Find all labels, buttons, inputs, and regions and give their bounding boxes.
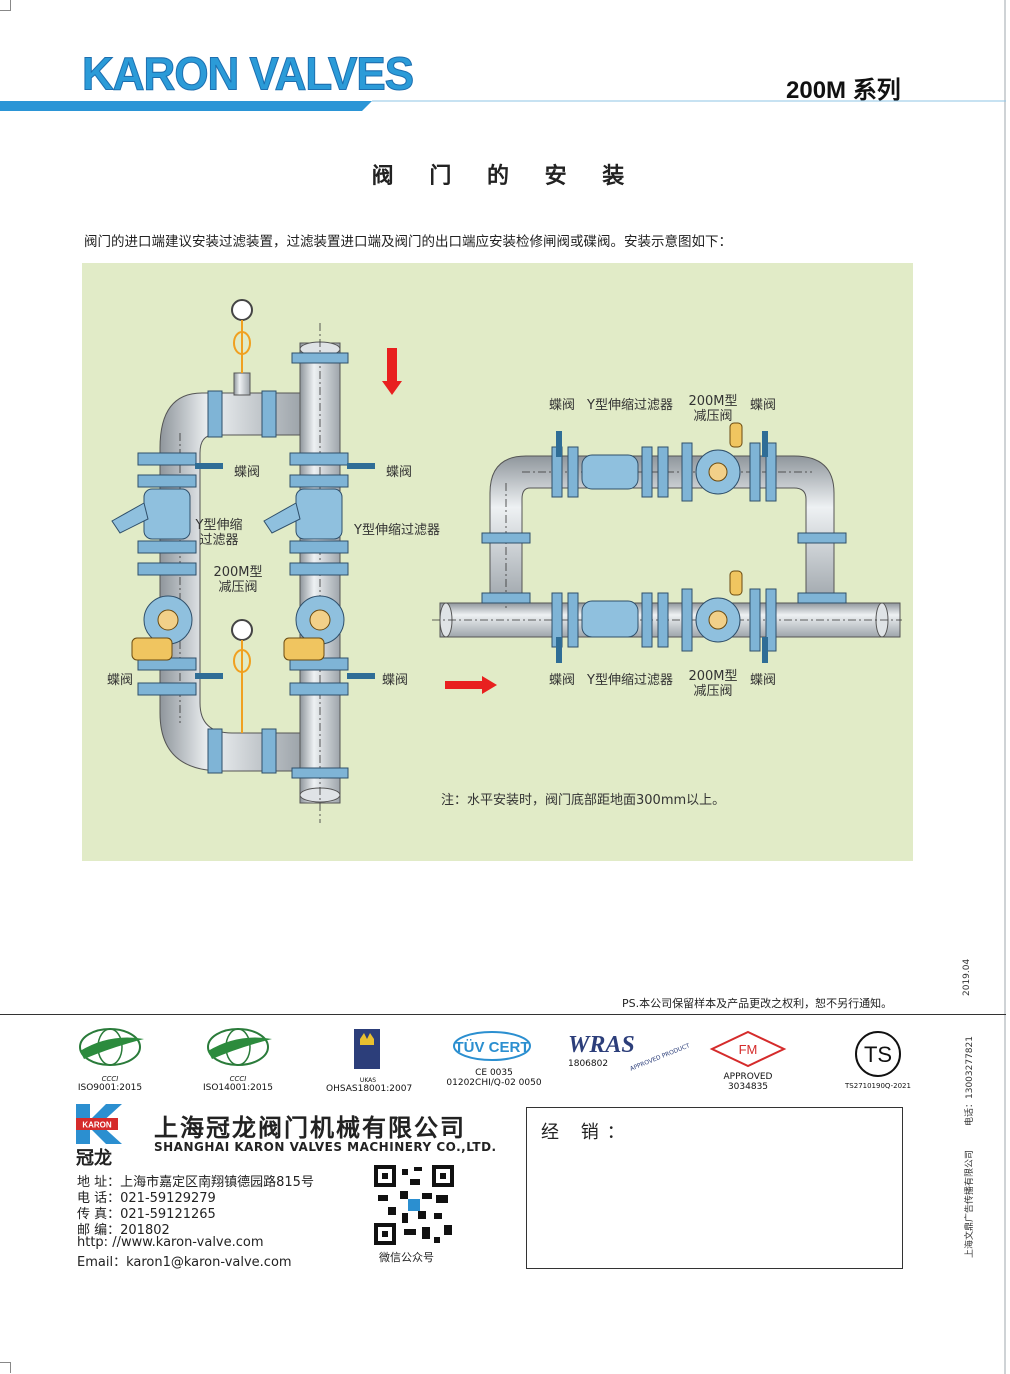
label-h-butterfly-bottom-2: 蝶阀 [750, 673, 777, 688]
karon-k-icon: KARON [76, 1104, 122, 1144]
company-address: 地 址：上海市嘉定区南翔镇德园路815号 [77, 1175, 314, 1190]
ccci-globe-icon [207, 1028, 272, 1066]
ts-circle-icon: TS [855, 1031, 901, 1077]
piping-illustration [111, 299, 902, 823]
fm-mark: FM [739, 1042, 758, 1057]
label-prv-vertical: 200M型 减压阀 [213, 565, 263, 595]
cert-iso14001: CCCI ISO14001:2015 [200, 1027, 276, 1093]
label-h-butterfly-bottom-1: 蝶阀 [549, 673, 576, 688]
company-email: Email：karon1@karon-valve.com [77, 1255, 292, 1270]
karon-logo: KARON 冠龙 [76, 1104, 128, 1168]
label-h-butterfly-top-2: 蝶阀 [750, 398, 777, 413]
series-title: 200M 系列 [786, 77, 901, 104]
side-printer: 上海文鼎广告传播有限公司 [965, 1149, 975, 1258]
brand-logo: KARON VALVES [81, 48, 414, 101]
cert-ohsas: UKAS OHSAS18001:2007 [326, 1027, 412, 1094]
side-phone: 电话：13003277821 [965, 1036, 975, 1126]
wechat-qr-icon [374, 1165, 454, 1245]
label-y-filter-right: Y型伸缩过滤器 [354, 523, 440, 538]
label-butterfly-4: 蝶阀 [382, 673, 409, 688]
qr-caption: 微信公众号 [379, 1251, 434, 1264]
header-band [0, 100, 1006, 111]
dealer-label: 经 销： [541, 1122, 633, 1143]
page-title: 阀 门 的 安 装 [371, 164, 639, 189]
label-butterfly-3: 蝶阀 [107, 673, 134, 688]
disclaimer: PS.本公司保留样本及产品更改之权利，恕不另行通知。 [622, 997, 893, 1010]
fm-diamond-icon: FM [709, 1030, 787, 1068]
crop-mark-bottom-left [0, 1362, 11, 1373]
cert-tuv: TÜV CERT CE 0035 01202CHI/Q-02 0050 [446, 1024, 542, 1094]
ukas-crown-icon [354, 1029, 380, 1069]
crop-mark-top-left [0, 0, 11, 11]
logo-cn: 冠龙 [76, 1148, 112, 1168]
logo-letters: KARON [82, 1121, 112, 1130]
cert-ts: TS TS2710190Q-2021 [836, 1030, 920, 1090]
ccci-globe-icon [79, 1028, 144, 1066]
company-fax: 传 真：021-59121265 [77, 1207, 216, 1222]
cert-fm: FM APPROVED 3034835 [708, 1030, 788, 1092]
label-butterfly-2: 蝶阀 [386, 465, 413, 480]
footer-divider [0, 1014, 1006, 1015]
tuv-mark: TÜV CERT [455, 1039, 530, 1056]
company-zip: 邮 编：201802 [77, 1223, 170, 1238]
wras-logo: WRAS [568, 1032, 635, 1058]
label-h-butterfly-top-1: 蝶阀 [549, 398, 576, 413]
tuv-cert-icon: TÜV CERT [453, 1031, 531, 1061]
cert-wras: WRAS 1806802 APPROVED PRODUCT [568, 1032, 691, 1073]
label-butterfly-1: 蝶阀 [234, 465, 261, 480]
dealer-box: 经 销： [526, 1107, 903, 1269]
installation-note: 注：水平安装时，阀门底部距地面300mm以上。 [441, 793, 726, 808]
cert-iso9001: CCCI ISO9001:2015 [72, 1027, 148, 1093]
company-website: http: //www.karon-valve.com [77, 1235, 264, 1250]
company-tel: 电 话：021-59129279 [77, 1191, 216, 1206]
ts-mark: TS [864, 1042, 892, 1067]
company-cn-name: 上海冠龙阀门机械有限公司 [154, 1114, 466, 1142]
intro-text: 阀门的进口端建议安装过滤装置，过滤装置进口端及阀门的出口端应安装检修闸阀或碟阀。… [84, 234, 732, 250]
label-h-filter-top: Y型伸缩过滤器 [587, 398, 673, 413]
company-en-name: SHANGHAI KARON VALVES MACHINERY CO.,LTD. [154, 1140, 497, 1154]
installation-diagram: 蝶阀 蝶阀 Y型伸缩 过滤器 Y型伸缩过滤器 200M型 减压阀 蝶阀 蝶阀 蝶… [82, 263, 913, 861]
page-right-edge [1004, 0, 1006, 1374]
label-h-prv-bottom: 200M型 减压阀 [688, 669, 738, 699]
label-h-prv-top: 200M型 减压阀 [688, 394, 738, 424]
print-date: 2019.04 [962, 958, 972, 996]
label-y-filter-vertical: Y型伸缩 过滤器 [195, 518, 243, 548]
label-h-filter-bottom: Y型伸缩过滤器 [587, 673, 673, 688]
